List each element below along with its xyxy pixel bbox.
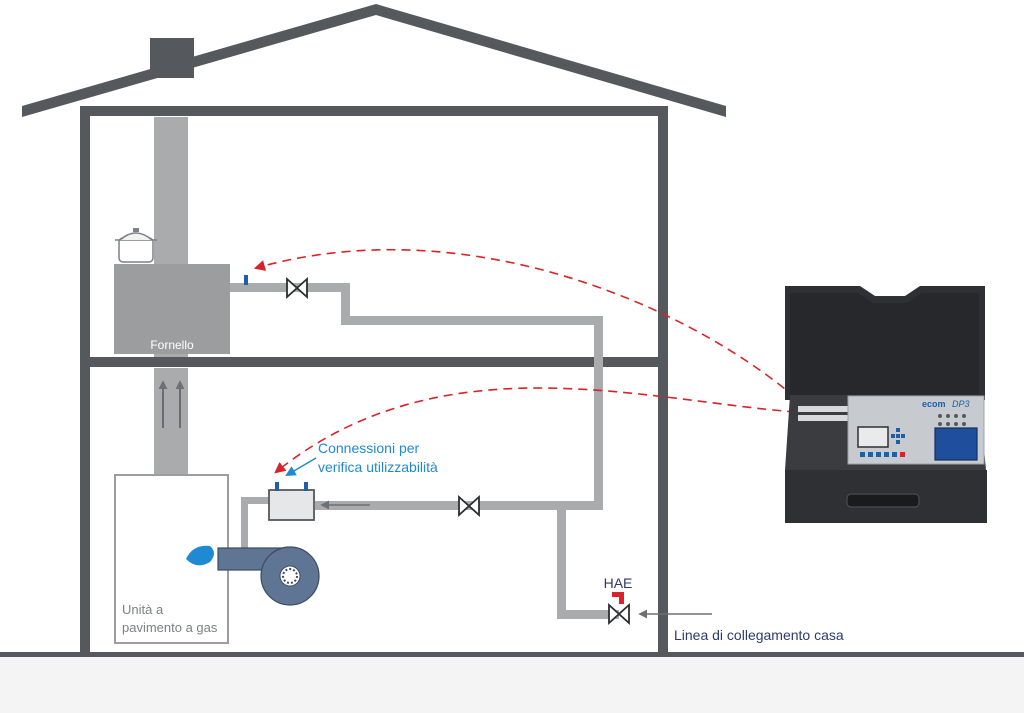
stove-label: Fornello <box>150 338 194 352</box>
burner-blower <box>217 546 320 606</box>
device-brand: ecom <box>922 399 946 409</box>
house-line-label: Linea di collegamento casa <box>674 627 844 643</box>
connections-label-line2: verifica utilizzabilità <box>318 459 438 475</box>
ground <box>0 652 1024 713</box>
device-lcd-screen <box>857 426 889 448</box>
stove: Fornello <box>114 264 230 354</box>
measure-hose-stove <box>253 249 797 399</box>
test-connection-box <box>268 482 315 521</box>
connections-pointer-arrow <box>285 457 317 477</box>
device-gauge-dots <box>938 414 966 426</box>
house-roof <box>22 4 726 117</box>
ecom-dp3-case: ecom DP3 <box>785 286 987 523</box>
valve-main-hae <box>608 602 630 626</box>
cooking-pot-icon <box>115 228 157 263</box>
hae-marker-icon <box>612 592 624 604</box>
flame-icon <box>186 545 214 566</box>
device-model: DP3 <box>952 399 970 409</box>
hae-label: HAE <box>604 575 633 591</box>
connections-label-line1: Connessioni per <box>318 440 420 456</box>
valve-unit-line <box>458 494 480 518</box>
floor-unit-label-line2: pavimento a gas <box>122 620 218 635</box>
device-printer-screen <box>934 427 978 461</box>
device-keypad <box>860 428 905 457</box>
valve-stove-line <box>286 276 308 300</box>
measure-hose-unit <box>274 387 797 474</box>
flue-up-arrows <box>158 380 185 428</box>
house-walls <box>80 106 668 654</box>
stove-test-connector <box>244 275 248 285</box>
floor-unit-label-line1: Unità a <box>122 602 164 617</box>
